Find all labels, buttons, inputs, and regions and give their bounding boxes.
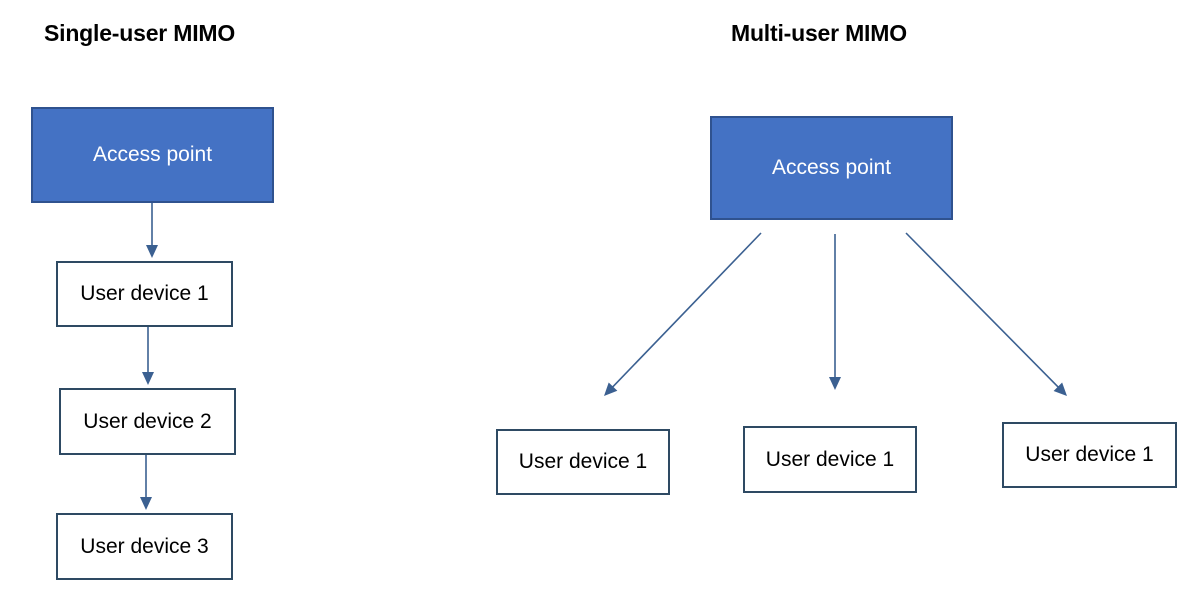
user-device-box-center-multi-user[interactable]: User device 1 xyxy=(743,426,917,493)
connector-arrow xyxy=(142,327,154,385)
arrow-head xyxy=(146,245,158,258)
arrow-head xyxy=(140,497,152,510)
connector-arrow xyxy=(146,203,158,258)
user-device-label: User device 1 xyxy=(518,450,648,473)
arrow-head xyxy=(1053,382,1067,396)
arrow-head xyxy=(604,382,618,396)
access-point-label: Access point xyxy=(92,143,213,166)
panel-title-single-user: Single-user MIMO xyxy=(44,20,236,46)
arrow-head xyxy=(829,377,841,390)
access-point-box-multi-user[interactable]: Access point xyxy=(710,116,953,220)
user-device-box-3-single-user[interactable]: User device 3 xyxy=(56,513,233,580)
user-device-box-right-multi-user[interactable]: User device 1 xyxy=(1002,422,1177,488)
connector-arrow xyxy=(140,455,152,510)
access-point-label: Access point xyxy=(771,156,892,179)
user-device-label: User device 1 xyxy=(765,447,895,471)
connector-arrow xyxy=(829,234,841,390)
user-device-label: User device 2 xyxy=(83,409,212,433)
arrow-shaft xyxy=(611,232,762,389)
user-device-label: User device 3 xyxy=(80,534,209,558)
connector-arrow xyxy=(905,232,1067,396)
user-device-box-2-single-user[interactable]: User device 2 xyxy=(59,388,236,455)
access-point-box-single-user[interactable]: Access point xyxy=(31,107,274,203)
connector-arrow xyxy=(604,232,762,396)
arrow-head xyxy=(142,372,154,385)
user-device-label: User device 1 xyxy=(80,282,209,305)
user-device-label: User device 1 xyxy=(1025,443,1154,466)
arrow-shaft xyxy=(905,232,1060,389)
panel-title-multi-user: Multi-user MIMO xyxy=(731,20,907,46)
user-device-box-left-multi-user[interactable]: User device 1 xyxy=(496,429,670,495)
user-device-box-1-single-user[interactable]: User device 1 xyxy=(56,261,233,327)
